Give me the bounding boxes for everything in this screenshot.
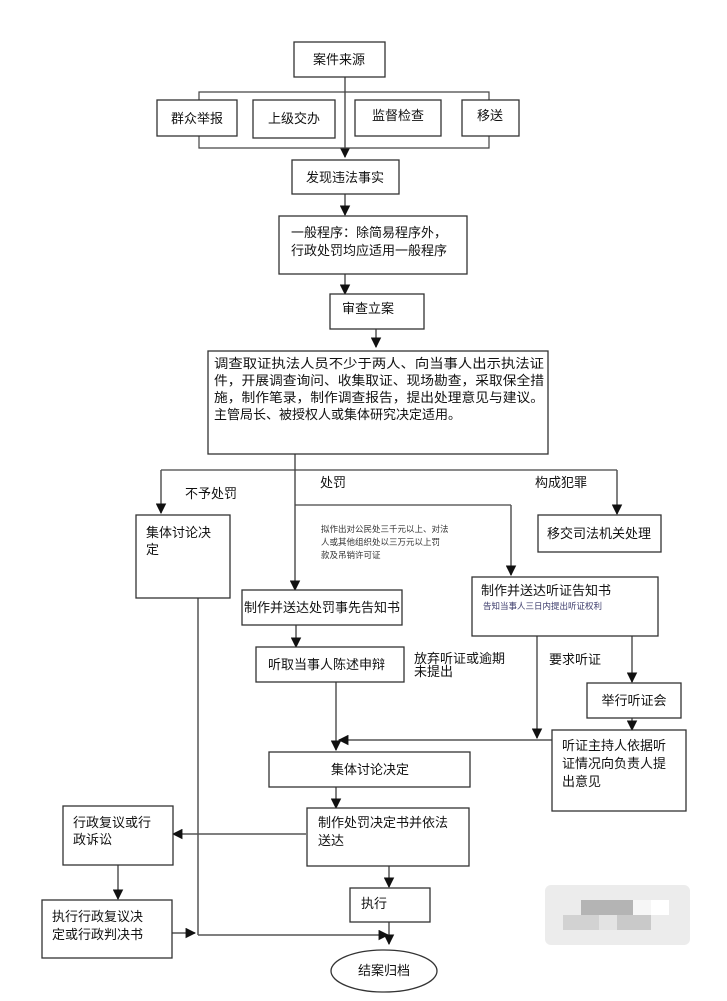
node-decision-line: 送达 [318, 834, 344, 849]
label-request-hearing: 要求听证 [549, 653, 601, 668]
node-archive-label: 结案归档 [358, 964, 410, 979]
node-source-label: 案件来源 [313, 53, 365, 68]
node-source-4: 移送 [461, 99, 520, 137]
node-collective: 集体讨论决定 [268, 751, 471, 788]
node-hearing-notice-label: 制作并送达听证告知书 [481, 583, 611, 599]
node-hold-hearing-label: 举行听证会 [601, 694, 666, 709]
node-hearing-opinion-line: 听证主持人依据听 [562, 739, 666, 754]
node-hearing-notice: 制作并送达听证告知书 告知当事人三日内提出听证权利 [471, 576, 659, 637]
label-no-penalty: 不予处罚 [185, 487, 237, 502]
node-statement: 听取当事人陈述申辩 [255, 646, 405, 683]
node-general: 一般程序：除简易程序外， 行政处罚均应适用一般程序 [278, 215, 468, 275]
node-collective-left-line: 集体讨论决 [146, 525, 211, 541]
node-execute-review-line: 定或行政判决书 [52, 928, 143, 943]
label-waive-line: 未提出 [414, 664, 453, 680]
node-reconsider: 行政复议或行 政诉讼 [62, 805, 174, 866]
node-general-line: 一般程序：除简易程序外， [291, 225, 447, 241]
node-discover-label: 发现违法事实 [306, 170, 384, 186]
label-waive-line: 放弃听证或逾期 [414, 652, 505, 667]
node-prior-notice-label: 制作并送达处罚事先告知书 [244, 600, 400, 616]
label-hearing-condition-line: 人或其他组织处以三万元以上罚 [321, 537, 440, 548]
node-hold-hearing: 举行听证会 [586, 682, 682, 719]
label-penalty: 处罚 [320, 476, 346, 491]
node-investigate: 调查取证执法人员不少于两人、向当事人出示执法证 件，开展调查询问、收集取证、现场… [207, 350, 549, 455]
source-label: 上级交办 [268, 111, 320, 127]
node-investigate-line: 件，开展调查询问、收集取证、现场勘查，采取保全措 [214, 373, 544, 389]
node-investigate-line: 主管局长、被授权人或集体研究决定适用。 [214, 407, 461, 423]
node-execute-review-line: 执行行政复议决 [52, 910, 143, 925]
node-hearing-opinion-line: 出意见 [562, 774, 601, 790]
source-label: 移送 [477, 109, 503, 124]
sources-bracket-bottom [198, 136, 490, 149]
node-source-2: 上级交办 [252, 99, 336, 139]
label-crime: 构成犯罪 [535, 476, 587, 491]
node-decision-line: 制作处罚决定书并依法 [318, 816, 448, 831]
label-hearing-condition: 拟作出对公民处三千元以上、对法 人或其他组织处以三万元以上罚 款及吊销许可证 [321, 524, 449, 561]
label-hearing-condition-line: 拟作出对公民处三千元以上、对法 [321, 524, 449, 535]
node-archive: 结案归档 [330, 949, 438, 993]
node-reconsider-line: 行政复议或行 [73, 816, 151, 831]
node-execute: 执行 [349, 887, 431, 923]
node-transfer: 移交司法机关处理 [537, 514, 662, 553]
node-investigate-line: 调查取证执法人员不少于两人、向当事人出示执法证 [214, 356, 544, 372]
node-investigate-line: 施，制作笔录，制作调查报告，提出处理意见与建议。 [214, 390, 544, 406]
node-prior-notice: 制作并送达处罚事先告知书 [241, 589, 403, 626]
node-general-line: 行政处罚均应适用一般程序 [291, 243, 447, 259]
node-collective-left: 集体讨论决 定 [135, 514, 231, 599]
watermark-blurred [545, 885, 690, 945]
node-review: 审查立案 [329, 293, 425, 330]
node-source-3: 监督检查 [354, 99, 442, 137]
node-statement-label: 听取当事人陈述申辩 [268, 657, 385, 673]
sources-bracket-top [198, 91, 490, 100]
source-label: 监督检查 [372, 109, 424, 124]
node-collective-left-line: 定 [146, 543, 159, 558]
node-reconsider-line: 政诉讼 [73, 833, 112, 848]
node-discover: 发现违法事实 [291, 159, 400, 195]
node-review-label: 审查立案 [342, 302, 394, 317]
label-hearing-condition-line: 款及吊销许可证 [321, 550, 381, 561]
node-decision: 制作处罚决定书并依法 送达 [306, 807, 470, 867]
source-label: 群众举报 [171, 112, 223, 127]
node-hearing-notice-sub: 告知当事人三日内提出听证权利 [483, 601, 602, 612]
node-execute-label: 执行 [361, 897, 387, 912]
node-source-1: 群众举报 [156, 99, 238, 137]
node-hearing-opinion: 听证主持人依据听 证情况向负责人提 出意见 [551, 729, 687, 812]
label-waive: 放弃听证或逾期 未提出 [414, 652, 505, 680]
node-collective-label: 集体讨论决定 [331, 762, 409, 778]
node-source: 案件来源 [293, 41, 386, 78]
node-execute-review: 执行行政复议决 定或行政判决书 [41, 899, 173, 959]
node-transfer-label: 移交司法机关处理 [547, 526, 651, 542]
node-hearing-opinion-line: 证情况向负责人提 [562, 756, 666, 772]
